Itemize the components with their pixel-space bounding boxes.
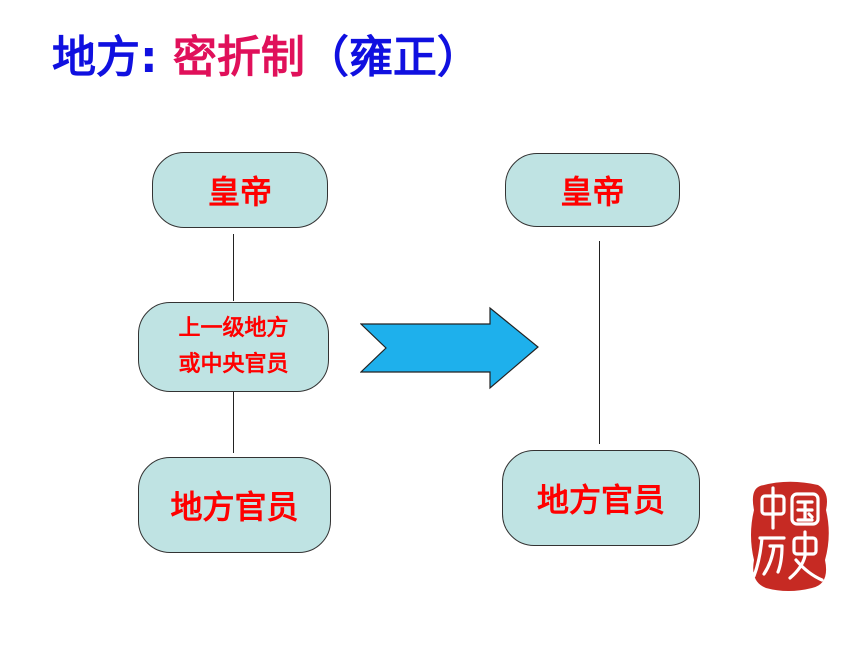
left-node-intermediate-line2: 或中央官员 — [178, 352, 289, 377]
left-node-local-official: 地方官员 — [138, 457, 331, 553]
left-node-emperor: 皇帝 — [152, 152, 328, 228]
china-history-seal-logo — [751, 481, 829, 591]
left-node-intermediate-line1: 上一级地方 — [178, 316, 289, 341]
page-title: 地方: 密折制（雍正） — [52, 28, 481, 88]
right-node-local-official-label: 地方官员 — [536, 481, 665, 519]
left-node-local-official-label: 地方官员 — [170, 488, 299, 526]
right-node-emperor-label: 皇帝 — [560, 173, 625, 211]
right-arrow-icon — [360, 306, 539, 390]
left-connector-bottom — [233, 391, 234, 453]
title-suffix: （雍正） — [304, 32, 481, 83]
left-node-intermediate-official: 上一级地方 或中央官员 — [138, 302, 329, 392]
right-arrow-shape — [360, 306, 539, 390]
right-connector — [599, 241, 600, 444]
left-connector-top — [233, 234, 234, 301]
right-node-emperor: 皇帝 — [505, 153, 680, 227]
title-prefix: 地方: — [52, 32, 173, 83]
right-node-local-official: 地方官员 — [502, 450, 700, 546]
title-highlight: 密折制 — [172, 32, 305, 83]
left-node-emperor-label: 皇帝 — [207, 173, 272, 211]
